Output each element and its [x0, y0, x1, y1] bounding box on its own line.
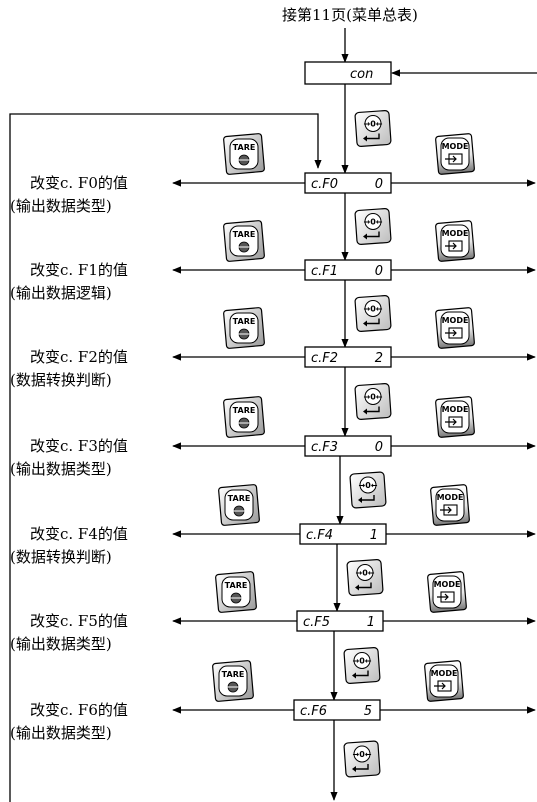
zero-button-label: →0← — [353, 750, 372, 759]
tare-button-label: TARE — [233, 230, 256, 239]
display-value: 0 — [375, 440, 383, 455]
tare-button-label: TARE — [233, 317, 256, 326]
con-display-text: con — [350, 67, 373, 82]
mode-button-label: MODE — [437, 493, 464, 502]
mode-button-label: MODE — [442, 405, 469, 414]
mode-button-label: MODE — [442, 316, 469, 325]
setting-display: c.F2 2 — [304, 346, 392, 368]
zero-button-label: →0← — [353, 657, 372, 666]
setting-display: c.F0 0 — [304, 172, 392, 194]
display-value: 1 — [370, 528, 378, 543]
mode-button-label: MODE — [431, 669, 458, 678]
zero-enter-button[interactable]: →0← — [354, 208, 392, 245]
display-code: c.F2 — [311, 351, 338, 366]
tare-button[interactable]: TARE — [223, 307, 265, 349]
tare-button[interactable]: TARE — [212, 660, 254, 702]
zero-enter-button[interactable]: →0← — [354, 110, 392, 147]
zero-enter-button[interactable]: →0← — [343, 740, 381, 778]
display-value: 5 — [364, 704, 372, 719]
mode-button-label: MODE — [442, 229, 469, 238]
mode-button[interactable]: MODE — [430, 484, 470, 526]
zero-enter-button[interactable]: →0← — [343, 647, 381, 684]
step-sublabel: (输出数据类型) — [10, 460, 112, 478]
zero-enter-button[interactable]: →0← — [354, 295, 392, 332]
tare-button-label: TARE — [222, 670, 245, 679]
step-label: 改变c. F2的值 — [30, 348, 128, 366]
step-label: 改变c. F5的值 — [30, 612, 128, 630]
mode-button[interactable]: MODE — [427, 571, 467, 613]
tare-button[interactable]: TARE — [223, 133, 265, 175]
zero-enter-button[interactable]: →0← — [354, 383, 392, 420]
tare-button-label: TARE — [233, 143, 256, 152]
step-sublabel: (输出数据逻辑) — [10, 284, 112, 302]
mode-button-label: MODE — [442, 142, 469, 151]
tare-button-label: TARE — [228, 494, 251, 503]
step-label: 改变c. F0的值 — [30, 174, 128, 192]
setting-display: c.F6 5 — [293, 699, 381, 721]
zero-button-label: →0← — [364, 120, 383, 129]
tare-button-label: TARE — [233, 406, 256, 415]
setting-display: c.F1 0 — [304, 259, 392, 281]
step-label: 改变c. F6的值 — [30, 701, 128, 719]
zero-button-label: →0← — [364, 305, 383, 314]
zero-enter-button[interactable]: →0← — [349, 471, 387, 509]
display-code: c.F1 — [311, 264, 338, 279]
step-sublabel: (数据转换判断) — [10, 371, 112, 389]
setting-display: c.F3 0 — [304, 435, 392, 457]
step-sublabel: (输出数据类型) — [10, 197, 112, 215]
display-code: c.F4 — [306, 528, 333, 543]
mode-button[interactable]: MODE — [424, 660, 464, 702]
steps-layer: →0← TARE MODE c.F0 0 改变c. F0的值 (输出数据类型) →0← TARE… — [10, 84, 536, 801]
step-label: 改变c. F3的值 — [30, 437, 128, 455]
mode-button[interactable]: MODE — [435, 307, 475, 349]
display-code: c.F3 — [311, 440, 338, 455]
mode-button-label: MODE — [434, 580, 461, 589]
header-note: 接第11页(菜单总表) — [282, 6, 418, 24]
step-sublabel: (输出数据类型) — [10, 635, 112, 653]
mode-button[interactable]: MODE — [435, 133, 475, 175]
step-sublabel: (数据转换判断) — [10, 548, 112, 566]
zero-button-label: →0← — [356, 569, 375, 578]
display-value: 1 — [367, 615, 375, 630]
tare-button[interactable]: TARE — [215, 571, 257, 613]
step-label: 改变c. F4的值 — [30, 525, 128, 543]
display-code: c.F0 — [311, 177, 338, 192]
tare-button[interactable]: TARE — [218, 484, 260, 526]
mode-button[interactable]: MODE — [435, 396, 475, 438]
tare-button[interactable]: TARE — [223, 220, 265, 262]
display-value: 2 — [375, 351, 383, 366]
display-code: c.F6 — [300, 704, 327, 719]
left-return-loop — [9, 113, 322, 802]
display-value: 0 — [375, 177, 383, 192]
tare-button[interactable]: TARE — [223, 396, 265, 438]
display-code: c.F5 — [303, 615, 330, 630]
tare-button-label: TARE — [225, 581, 248, 590]
step-sublabel: (输出数据类型) — [10, 724, 112, 742]
setting-display: c.F5 1 — [296, 610, 384, 632]
mode-button[interactable]: MODE — [435, 220, 475, 262]
con-display: con — [304, 61, 392, 85]
setting-display: c.F4 1 — [299, 523, 387, 545]
zero-button-label: →0← — [364, 393, 383, 402]
zero-enter-button[interactable]: →0← — [346, 559, 384, 596]
zero-button-label: →0← — [364, 218, 383, 227]
display-value: 0 — [375, 264, 383, 279]
step-label: 改变c. F1的值 — [30, 261, 128, 279]
zero-button-label: →0← — [359, 481, 378, 490]
